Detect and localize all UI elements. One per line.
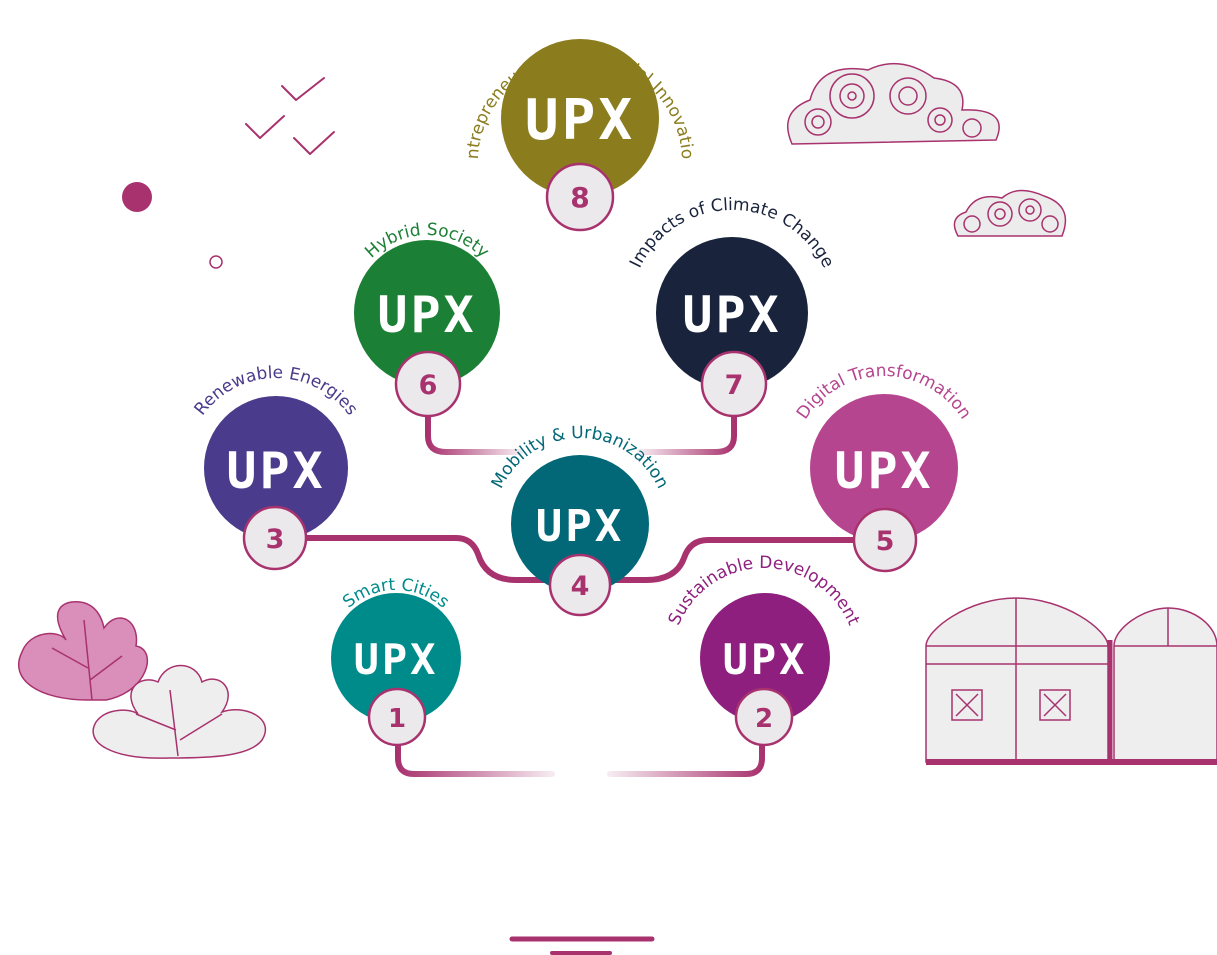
number-badge (367, 687, 427, 747)
node-number: 5 (876, 526, 895, 557)
node-1[interactable]: UPX 1 Smart Cities (331, 575, 461, 747)
cloud-small-decoration (953, 189, 1067, 237)
number-badge (545, 162, 615, 232)
node-circle (354, 240, 500, 386)
number-badge (852, 507, 918, 573)
upx-logo: UPX (354, 635, 439, 684)
hollow-dot-decoration (209, 255, 223, 269)
number-badge (394, 350, 462, 418)
node-number: 3 (266, 524, 285, 555)
node-number: 6 (419, 370, 438, 401)
plant-back-decoration (17, 601, 149, 701)
upx-logo: UPX (377, 286, 476, 344)
node-6[interactable]: UPX 6 Hybrid Society (354, 220, 500, 418)
branch-3 (303, 535, 555, 583)
upx-logo: UPX (682, 286, 781, 344)
branch-5 (607, 537, 857, 583)
node-circle (700, 593, 830, 723)
upx-logo: UPX (834, 442, 933, 500)
node-4[interactable]: UPX 4 Mobility & Urbanization (488, 423, 673, 617)
tree-trunk (509, 229, 655, 955)
upx-logo: UPX (226, 442, 325, 500)
tree-branches (303, 409, 857, 777)
filled-dot-decoration (122, 182, 152, 212)
upx-logo: UPX (536, 501, 624, 552)
node-number: 8 (570, 181, 589, 214)
node-number: 2 (755, 704, 773, 734)
node-number: 1 (388, 704, 406, 734)
upx-logo: UPX (525, 88, 635, 153)
birds-decoration (245, 77, 335, 155)
node-circle (204, 396, 348, 540)
branch-2 (607, 729, 765, 777)
node-number: 7 (725, 370, 744, 401)
node-7[interactable]: UPX 7 Impacts of Climate Change (626, 195, 838, 418)
node-8[interactable]: UPX 8 Entrepreneurship and Social Innova… (0, 0, 697, 232)
number-badge (242, 505, 308, 571)
node-circle (511, 455, 649, 593)
plant-front-decoration (92, 664, 267, 759)
node-circle (331, 593, 461, 723)
branch-7 (637, 409, 737, 455)
number-badge (548, 553, 612, 617)
node-2[interactable]: UPX 2 Sustainable Development (665, 553, 864, 747)
cloud-large-decoration (787, 62, 1000, 145)
number-badge (734, 687, 794, 747)
branch-6 (425, 409, 523, 455)
node-number: 4 (571, 571, 590, 602)
branch-1 (395, 729, 555, 777)
node-circle (810, 394, 958, 542)
upx-logo: UPX (723, 635, 808, 684)
node-circle (656, 237, 808, 389)
node-circle (501, 39, 659, 197)
number-badge (700, 350, 768, 418)
greenhouse-decoration (925, 597, 1217, 765)
